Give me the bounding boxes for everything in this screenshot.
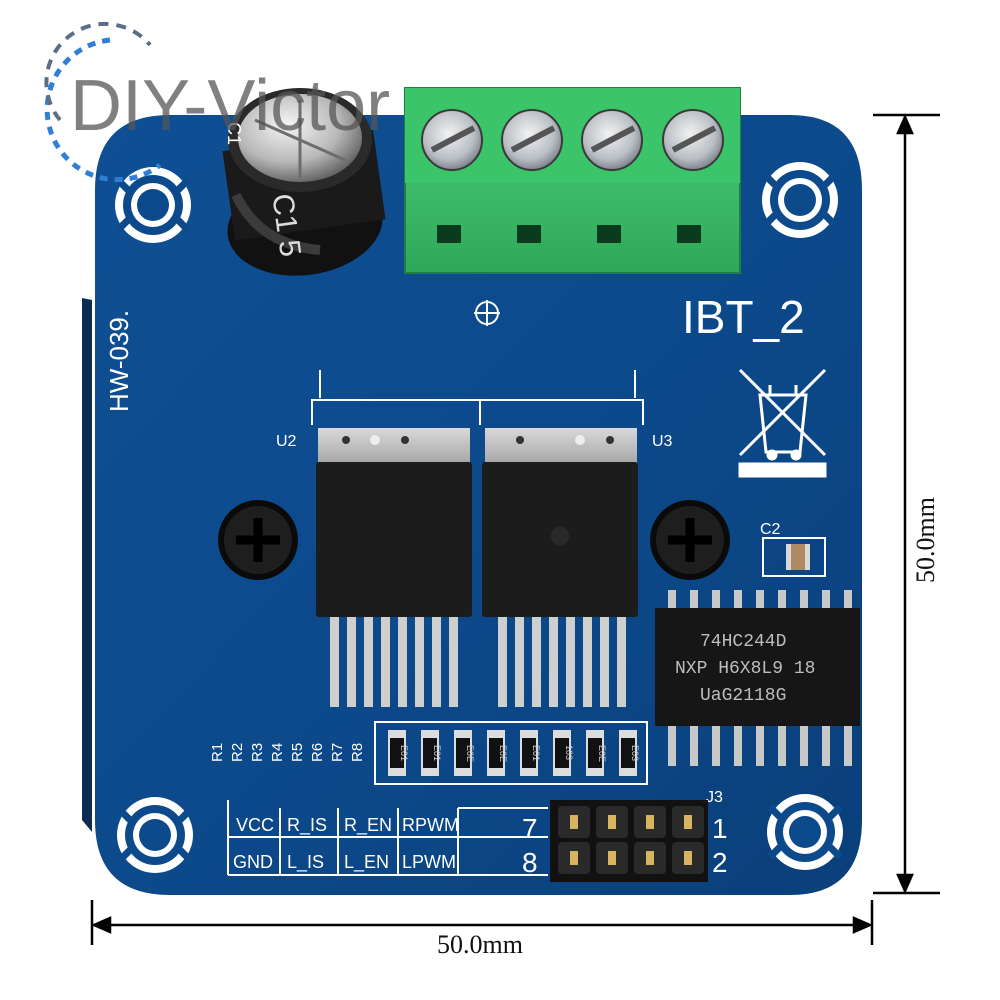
svg-text:E01: E01	[399, 745, 409, 761]
weee-bin-icon	[738, 368, 827, 478]
screw-terminal-block	[404, 87, 741, 274]
svg-text:R5: R5	[289, 743, 306, 762]
svg-text:E0E: E0E	[465, 745, 475, 762]
pin-header-j3	[550, 800, 708, 882]
width-dimension-label: 50.0mm	[437, 930, 523, 959]
svg-text:R1: R1	[209, 743, 226, 762]
watermark-logo	[44, 21, 162, 183]
height-dimension-label: 50.0mm	[911, 497, 940, 583]
mounting-hole-top-left	[115, 167, 191, 243]
svg-text:103: 103	[564, 745, 574, 760]
c1-designator: C1	[224, 122, 244, 145]
capacitor-c1	[222, 88, 386, 276]
svg-text:R8: R8	[349, 743, 366, 762]
svg-text:NXP H6X8L9 18: NXP H6X8L9 18	[675, 659, 815, 679]
j3-designator: J3	[706, 789, 723, 806]
ic-74hc244d: 74HC244D NXP H6X8L9 18 UaG2118G	[655, 590, 860, 766]
resistor-designators: R1 R2 R3 R4 R5 R6 R7 R8	[209, 743, 366, 762]
mounting-hole-top-right	[762, 162, 838, 238]
u3-designator: U3	[652, 433, 673, 450]
watermark-text: DIY-Victor	[70, 66, 390, 146]
heatsink-screw-right	[650, 500, 730, 580]
board-name: IBT_2	[682, 291, 805, 343]
pin-number-8: 8	[522, 847, 538, 878]
svg-text:E0E: E0E	[597, 745, 607, 762]
capacitor-c2	[762, 537, 826, 577]
svg-text:R2: R2	[229, 743, 246, 762]
crosshair-mark-icon	[474, 300, 500, 326]
svg-text:74HC244D: 74HC244D	[700, 632, 786, 652]
pin-label-table	[227, 800, 548, 876]
heatsink-screw-left	[218, 500, 298, 580]
width-dimension-line	[90, 900, 874, 945]
u2-designator: U2	[276, 433, 297, 450]
pin-label-r-is: R_IS	[287, 815, 327, 836]
svg-text:R7: R7	[329, 743, 346, 762]
mounting-hole-bottom-left	[117, 797, 193, 873]
svg-text:UaG2118G: UaG2118G	[700, 686, 786, 706]
svg-text:E0E: E0E	[498, 745, 508, 762]
mosfet-u3	[482, 428, 638, 707]
svg-text:E03: E03	[630, 745, 640, 761]
pin-label-r-en: R_EN	[344, 815, 392, 836]
mosfet-u2	[316, 428, 472, 707]
model-code: HW-039.	[104, 310, 134, 412]
pin-number-2: 2	[712, 847, 728, 878]
svg-text:R3: R3	[249, 743, 266, 762]
pin-number-7: 7	[522, 813, 538, 844]
svg-text:R4: R4	[269, 743, 286, 762]
pin-label-l-en: L_EN	[344, 852, 389, 873]
pin-label-rpwm: RPWM	[402, 815, 459, 835]
svg-text:E01: E01	[531, 745, 541, 761]
pin-label-l-is: L_IS	[287, 852, 324, 873]
mounting-hole-bottom-right	[767, 794, 843, 870]
svg-text:R6: R6	[309, 743, 326, 762]
resistor-array: E01 E01 E0E E0E E01 103 E0E E03	[374, 721, 648, 785]
pin-label-lpwm: LPWM	[402, 852, 456, 872]
pin-label-vcc: VCC	[236, 815, 274, 835]
pin-number-1: 1	[712, 813, 728, 844]
pin-label-gnd: GND	[233, 852, 273, 872]
board-side-edge	[82, 298, 92, 832]
c2-designator: C2	[760, 521, 781, 538]
height-dimension-line	[873, 113, 940, 895]
svg-text:E01: E01	[432, 745, 442, 761]
mosfet-outline	[311, 399, 644, 425]
